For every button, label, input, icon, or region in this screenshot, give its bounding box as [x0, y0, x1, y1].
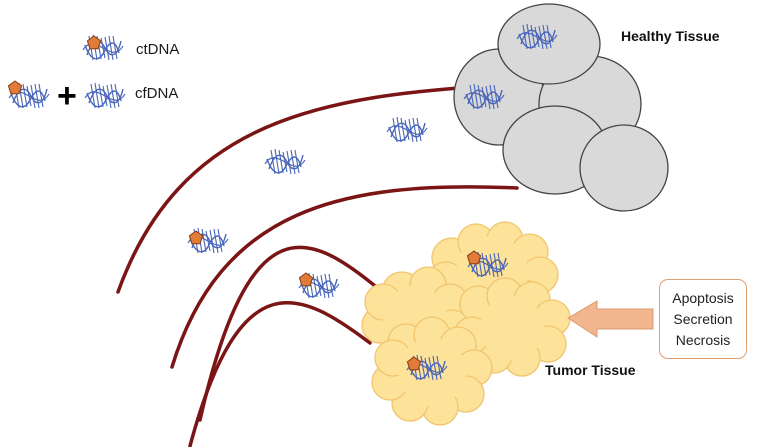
vessel-line-4 [188, 300, 372, 447]
tumor-cell [371, 316, 493, 426]
tumor-tissue-cells [361, 221, 571, 426]
legend-mutation-plus-cfdna [7, 80, 50, 109]
circulating-ctdna [298, 272, 340, 299]
vessel-line-3 [198, 245, 382, 422]
cfdna-label: cfDNA [135, 85, 179, 102]
vessel-line-2 [170, 185, 519, 369]
process-necrosis: Necrosis [675, 331, 731, 348]
dna-helix-icon [386, 116, 428, 143]
plus-symbol: + [57, 77, 77, 115]
tumor-tissue-label: Tumor Tissue [545, 362, 636, 378]
release-process-box: Apoptosis Secretion Necrosis [659, 279, 747, 359]
healthy-cell [579, 124, 669, 212]
mutation-pentagon-icon [188, 230, 204, 245]
vessel-line-1 [116, 83, 508, 294]
healthy-tissue-label: Healthy Tissue [621, 28, 720, 44]
blood-vessels [116, 83, 519, 447]
tumor-cell [453, 277, 571, 377]
dna-helix-icon [264, 148, 306, 175]
process-apoptosis: Apoptosis [672, 289, 734, 306]
mutation-pentagon-icon [298, 272, 314, 287]
mutation-pentagon-icon [7, 80, 23, 95]
legend-cfdna-icon [84, 82, 126, 109]
healthy-cell [497, 3, 601, 85]
healthy-tissue-cells [453, 3, 669, 212]
circulating-ctdna [187, 227, 229, 254]
legend-ctdna-icon [82, 34, 124, 61]
left-arrow-icon [567, 300, 654, 338]
process-secretion: Secretion [673, 310, 733, 327]
ctdna-label: ctDNA [136, 41, 180, 58]
